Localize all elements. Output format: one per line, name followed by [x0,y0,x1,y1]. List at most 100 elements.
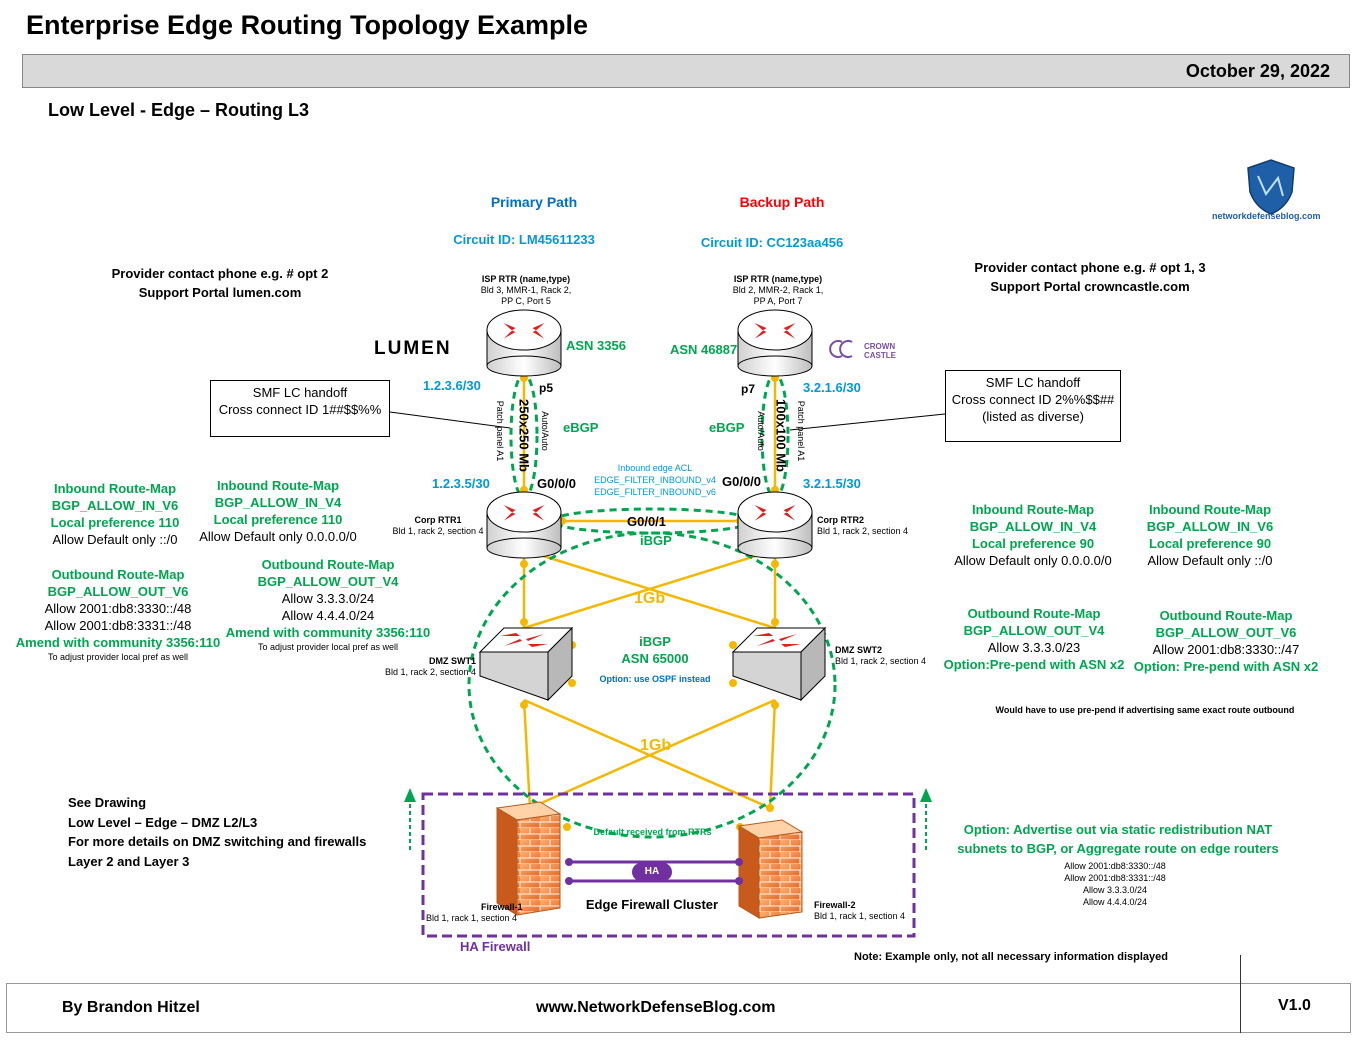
see-drawing-line3: For more details on DMZ switching and fi… [68,834,367,849]
advertise-option: Option: Advertise out via static redistr… [940,820,1296,858]
primary-outbound-v6-title: Outbound Route-Map [51,567,185,582]
dmz-switch-1-icon [478,626,574,702]
prepend-note: Would have to use pre-pend if advertisin… [995,705,1295,715]
primary-outbound-v6: Outbound Route-Map BGP_ALLOW_OUT_V6 Allo… [12,566,224,664]
primary-outbound-v6-allow1: Allow 2001:db8:3330::/48 [44,601,192,616]
corp-rtr1-loc: Bld 1, rack 2, section 4 [392,526,484,536]
speed-bottom-label: 1Gb [640,737,672,754]
backup-asn: ASN 46887 [670,342,738,357]
ha-badge-shape [632,863,672,881]
corp-rtr2-label: Corp RTR2 Bld 1, rack 2, section 4 [817,515,927,537]
backup-contact: Provider contact phone e.g. # opt 1, 3 S… [940,258,1240,296]
site-logo-text: networkdefenseblog.com [1212,211,1321,221]
primary-isp-ip: 1.2.3.6/30 [423,378,481,393]
primary-outbound-v4-allow2: Allow 4.4.4.0/24 [281,608,375,623]
ibgp-top-label: iBGP [640,533,672,548]
primary-outbound-v4-name: BGP_ALLOW_OUT_V4 [257,574,399,589]
footer-author: By Brandon Hitzel [62,999,200,1016]
isp-rtr2-line3: PP A, Port 7 [753,296,803,306]
backup-inbound-v6: Inbound Route-Map BGP_ALLOW_IN_V6 Local … [1130,501,1290,569]
primary-handoff-id: Cross connect ID 1##$$%% [218,402,382,417]
ha-firewall-box [421,792,916,938]
isp-rtr1-line2: Bld 3, MMR-1, Rack 2, [480,285,572,295]
firewall-2-icon [737,819,804,919]
page-subtitle: Low Level - Edge – Routing L3 [48,100,310,120]
primary-asn: ASN 3356 [566,338,626,353]
primary-inbound-v6-title: Inbound Route-Map [53,481,177,496]
backup-negotiation: Auto/Auto [756,411,766,451]
primary-corp-ip: 1.2.3.5/30 [432,476,490,491]
backup-outbound-v6-option: Option: Pre-pend with ASN x2 [1133,659,1319,674]
firewall-2-name: Firewall-2 [814,900,856,910]
advertise-option-line2: subnets to BGP, or Aggregate route on ed… [957,841,1279,856]
primary-inbound-v6-pref: Local preference 110 [50,515,180,530]
isp-rtr2-title: ISP RTR (name,type) [733,274,823,284]
primary-outbound-v4: Outbound Route-Map BGP_ALLOW_OUT_V4 Allo… [222,556,434,654]
primary-inbound-v4-name: BGP_ALLOW_IN_V4 [214,495,342,510]
firewall-1-label: Firewall-1 Bld 1, rack 1, section 4 [426,902,536,924]
ibgp-asn-label: ASN 65000 [621,651,689,666]
advertise-allow3: Allow 3.3.3.0/24 [1082,885,1148,895]
dmz-swt2-label: DMZ SWT2 Bld 1, rack 2, section 4 [835,645,945,667]
backup-outbound-v6-name: BGP_ALLOW_OUT_V6 [1155,625,1297,640]
advertise-allow4: Allow 4.4.4.0/24 [1082,897,1148,907]
firewall-2-loc: Bld 1, rack 1, section 4 [814,911,906,921]
backup-path-label: Backup Path [739,194,825,210]
corp-router-2-icon [737,491,813,559]
primary-contact: Provider contact phone e.g. # opt 2 Supp… [80,264,360,302]
isp-rtr2-line2: Bld 2, MMR-2, Rack 1, [732,285,824,295]
corp-rtr1-name: Corp RTR1 [414,515,462,525]
dmz-swt2-loc: Bld 1, rack 2, section 4 [835,656,927,666]
dmz-swt1-loc: Bld 1, rack 2, section 4 [384,667,476,677]
primary-speed: 250x250 Mb [516,399,532,472]
backup-outbound-v4-allow1: Allow 3.3.3.0/23 [987,640,1081,655]
primary-path-label: Primary Path [490,194,578,210]
backup-corp-ip: 3.2.1.5/30 [803,476,861,491]
backup-outbound-v4-title: Outbound Route-Map [967,606,1101,621]
see-drawing-line2: Low Level – Edge – DMZ L2/L3 [68,814,258,830]
isp-rtr2-label: ISP RTR (name,type) Bld 2, MMR-2, Rack 1… [716,274,840,307]
advertise-allow-list: Allow 2001:db8:3330::/48 Allow 2001:db8:… [1030,860,1200,908]
primary-circuit-id: Circuit ID: LM45611233 [453,232,595,247]
ibgp-mid: iBGP ASN 65000 [600,633,710,667]
backup-outbound-v6: Outbound Route-Map BGP_ALLOW_OUT_V6 Allo… [1130,607,1322,675]
backup-patch-panel: Patch panel A1 [796,400,806,462]
backup-speed: 100x100 Mb [773,399,789,472]
primary-outbound-v4-allow1: Allow 3.3.3.0/24 [281,591,375,606]
firewall-1-icon [495,801,562,916]
backup-inbound-v6-pref: Local preference 90 [1148,536,1272,551]
primary-inbound-v6-name: BGP_ALLOW_IN_V6 [51,498,179,513]
primary-inbound-v4-title: Inbound Route-Map [216,478,340,493]
page-title: Enterprise Edge Routing Topology Example [26,10,589,40]
see-drawing-line1: See Drawing [68,795,147,810]
backup-inbound-v6-name: BGP_ALLOW_IN_V6 [1146,519,1274,534]
footer-site-link[interactable]: www.NetworkDefenseBlog.com [536,999,776,1016]
primary-inbound-v6-allow: Allow Default only ::/0 [52,532,178,547]
inbound-acl-title: Inbound edge ACL [617,463,693,473]
backup-corp-port: G0/0/0 [722,474,762,489]
backup-inbound-v6-title: Inbound Route-Map [1148,502,1272,517]
primary-patch-panel: Patch panel A1 [495,400,505,462]
primary-inbound-v4: Inbound Route-Map BGP_ALLOW_IN_V4 Local … [186,477,370,545]
primary-support-portal: Support Portal lumen.com [138,285,302,300]
backup-outbound-v6-allow1: Allow 2001:db8:3330::/47 [1152,642,1300,657]
backup-handoff-id: Cross connect ID 2%%$$## [951,392,1115,407]
backup-isp-ip: 3.2.1.6/30 [803,380,861,395]
primary-corp-port: G0/0/0 [537,476,577,491]
lumen-logo: LUMEN [374,338,452,359]
backup-outbound-v6-title: Outbound Route-Map [1159,608,1293,623]
primary-inbound-v6: Inbound Route-Map BGP_ALLOW_IN_V6 Local … [20,480,210,548]
isp-rtr1-title: ISP RTR (name,type) [481,274,571,284]
backup-inbound-v4-pref: Local preference 90 [971,536,1095,551]
firewall-1-loc: Bld 1, rack 1, section 4 [426,913,518,923]
firewall-1-name: Firewall-1 [481,902,523,912]
ibgp-mid-label: iBGP [639,634,671,649]
advertise-allow1: Allow 2001:db8:3330::/48 [1064,861,1166,871]
primary-isp-port: p5 [539,381,554,395]
primary-outbound-v6-community: Amend with community 3356:110 [15,635,221,650]
inbound-acl-v6: EDGE_FILTER_INBOUND_v6 [594,487,716,497]
primary-outbound-v6-note: To adjust provider local pref as well [47,652,189,662]
backup-inbound-v6-allow: Allow Default only ::/0 [1147,553,1273,568]
see-drawing-line4: Layer 2 and Layer 3 [68,853,190,869]
crown-castle-logo: CROWN CASTLE [864,342,896,360]
